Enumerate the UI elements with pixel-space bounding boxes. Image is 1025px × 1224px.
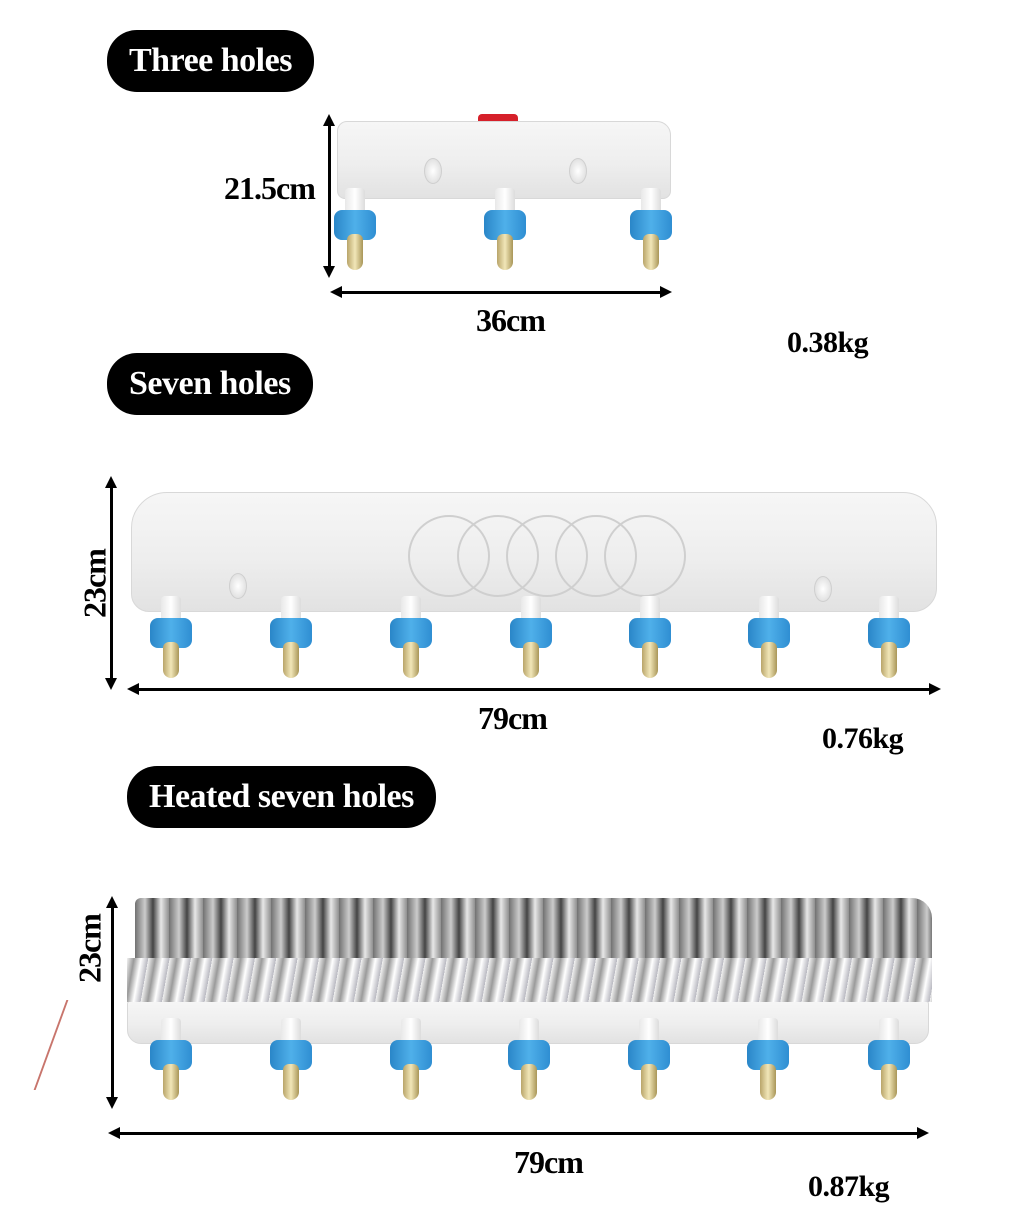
height-arrow-icon [105, 476, 117, 690]
mount-hole-icon [424, 158, 442, 184]
drinker-body [337, 121, 671, 199]
weight-label: 0.87kg [808, 1170, 890, 1203]
embossed-rings-logo-icon [408, 515, 686, 597]
heating-foil-wrap [135, 898, 932, 968]
width-arrow-icon [127, 683, 941, 695]
height-dimension-label: 23cm [71, 914, 108, 983]
mount-hole-icon [229, 573, 247, 599]
mount-hole-icon [814, 576, 832, 602]
width-dimension-label: 79cm [514, 1144, 584, 1180]
label-badge-heated-seven-holes: Heated seven holes [127, 766, 436, 828]
weight-label: 0.76kg [822, 722, 904, 755]
height-dimension-label: 21.5cm [224, 170, 316, 206]
heating-foil-wrap-lower [127, 958, 932, 1002]
label-badge-seven-holes: Seven holes [107, 353, 313, 415]
width-arrow-icon [330, 286, 672, 298]
label-badge-three-holes: Three holes [107, 30, 314, 92]
weight-label: 0.38kg [787, 326, 869, 359]
height-arrow-icon [323, 114, 335, 278]
height-dimension-label: 23cm [76, 549, 113, 618]
width-arrow-icon [108, 1127, 929, 1139]
width-dimension-label: 36cm [476, 302, 546, 338]
height-arrow-icon [106, 896, 118, 1109]
width-dimension-label: 79cm [478, 700, 548, 736]
red-plug-icon [478, 114, 518, 122]
mount-hole-icon [569, 158, 587, 184]
